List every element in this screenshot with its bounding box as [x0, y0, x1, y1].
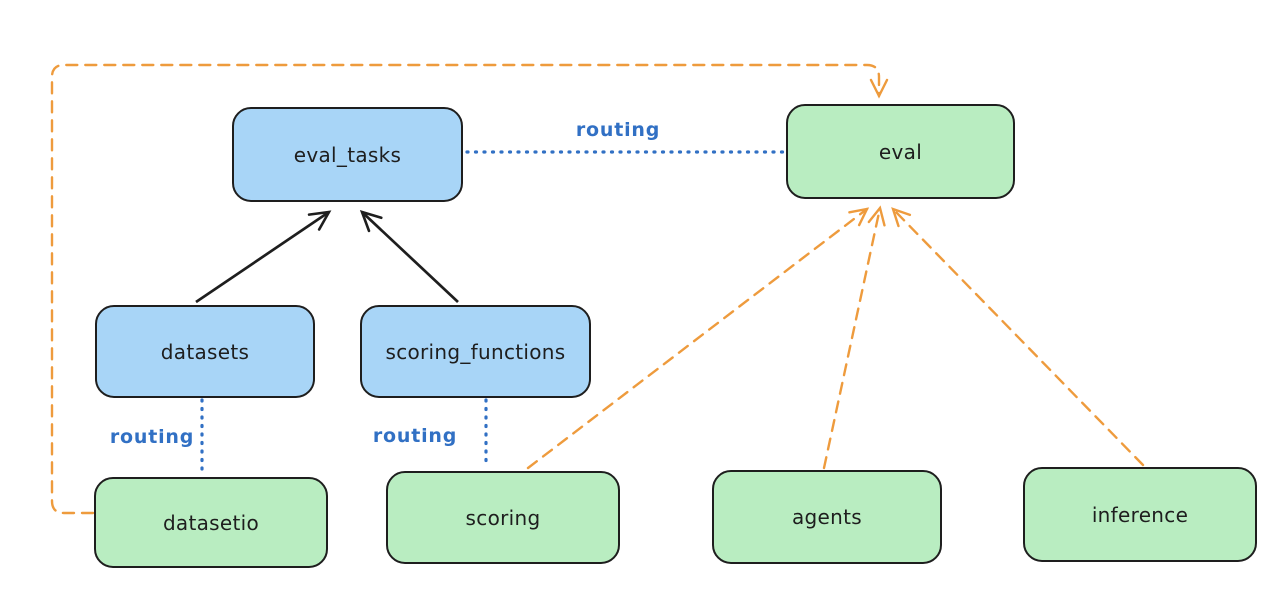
- node-scoring-functions-label: scoring_functions: [385, 339, 566, 364]
- node-datasets-label: datasets: [160, 339, 250, 364]
- node-inference-label: inference: [1091, 502, 1189, 527]
- node-datasetio: datasetio: [94, 477, 328, 568]
- node-eval-tasks: eval_tasks: [232, 107, 463, 202]
- node-eval: eval: [786, 104, 1015, 199]
- edge-scoring-functions-to-eval-tasks: [359, 210, 459, 303]
- edge-datasets-to-eval-tasks: [195, 210, 332, 304]
- node-eval-tasks-label: eval_tasks: [293, 142, 402, 167]
- node-inference: inference: [1023, 467, 1257, 562]
- edge-scoring-to-eval: [526, 207, 870, 470]
- node-datasets: datasets: [95, 305, 315, 398]
- edge-inference-to-eval: [891, 207, 1145, 467]
- node-agents: agents: [712, 470, 942, 564]
- edge-agents-to-eval: [822, 205, 886, 470]
- edge-label-routing-datasets-datasetio: routing: [109, 426, 195, 448]
- edge-label-routing-scoring-functions-scoring: routing: [372, 425, 458, 447]
- node-scoring: scoring: [386, 471, 620, 564]
- node-datasetio-label: datasetio: [162, 510, 260, 535]
- node-scoring-label: scoring: [465, 505, 541, 530]
- node-eval-label: eval: [878, 139, 923, 164]
- edge-label-routing-eval-tasks-eval: routing: [575, 119, 661, 141]
- edge-datasetio-to-eval: [50, 63, 889, 515]
- node-agents-label: agents: [792, 505, 862, 529]
- node-scoring-functions: scoring_functions: [360, 305, 591, 398]
